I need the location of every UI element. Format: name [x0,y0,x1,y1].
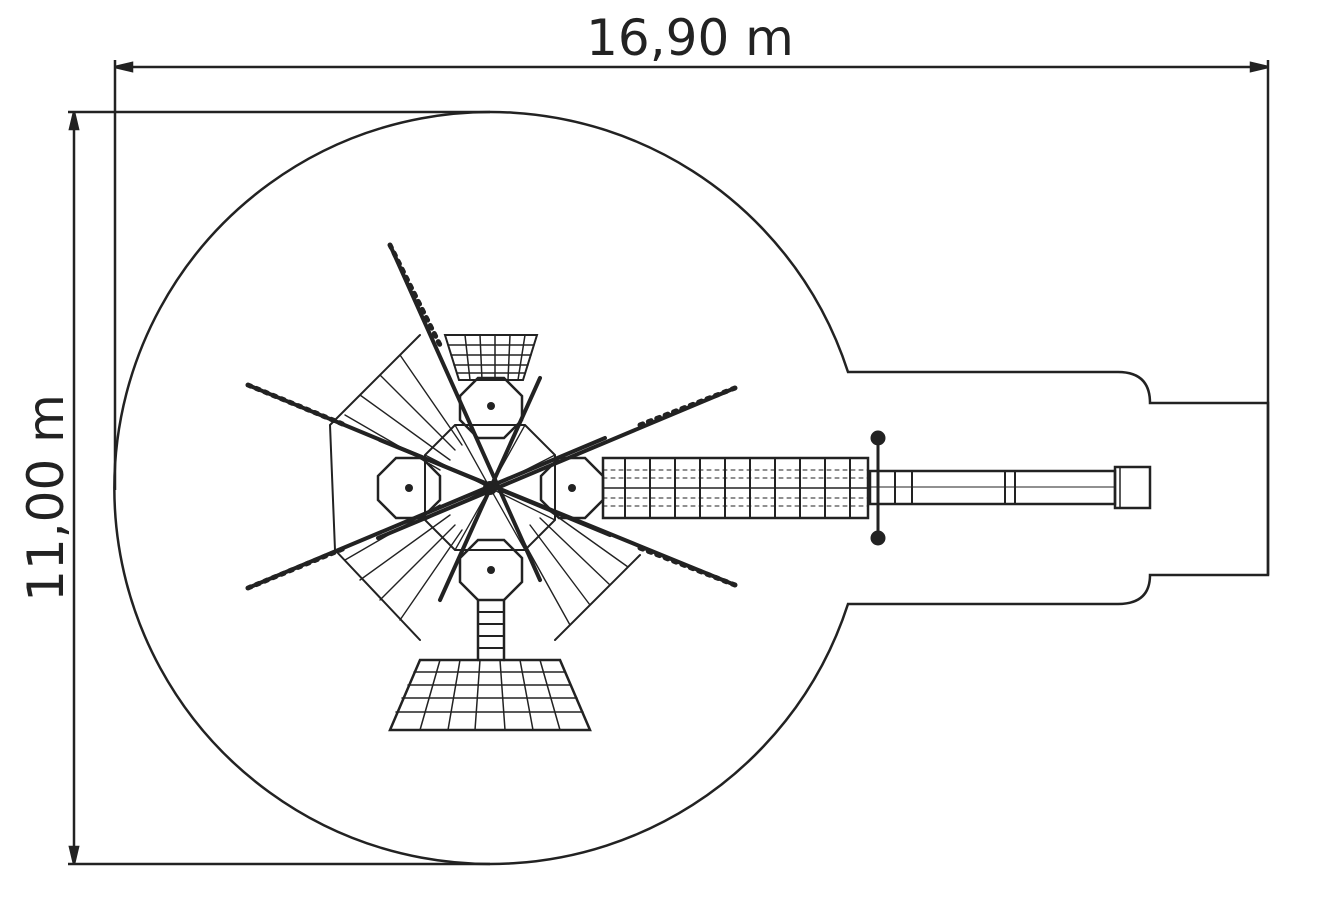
hub-spokes [424,424,556,551]
rope-end-ene [637,385,738,428]
width-arrow-left [114,61,134,73]
end-post [870,430,886,546]
pole-nnw [388,243,542,582]
platform-right-outline [539,456,605,520]
tunnel-hoops [624,457,851,519]
net-panel-upper-left [329,334,421,551]
end-post-cap-top [870,430,886,446]
platform-right [539,456,605,520]
net-panel-lower-left [334,549,421,641]
slide-exit [1113,465,1152,510]
height-arrow-bottom [68,845,80,865]
platforms [376,376,605,602]
cargo-net-frame [388,658,592,732]
bottom-ladder [476,598,506,662]
height-dimension [68,110,490,866]
net-lines-upper-left [344,354,463,471]
height-dimension-label: 11,00 m [17,394,75,602]
cargo-net-mesh [395,659,584,731]
net-panel-lower-right [554,554,641,641]
rope-end-wsw [245,545,348,591]
bottom-cargo-net [388,658,592,732]
platform-bottom-center [487,566,495,574]
tunnel-bridge [601,456,870,520]
diagonal-poles [246,243,737,602]
platform-right-center [568,484,576,492]
play-structure [245,242,1152,732]
width-arrow-right [1249,61,1269,73]
platform-left [376,456,442,520]
platform-top-center [487,402,495,410]
platform-left-outline [376,456,442,520]
platform-left-center [405,484,413,492]
platform-top-outline [458,376,524,440]
platform-top [458,376,524,440]
rope-end-nnw [387,242,443,348]
slide-sections [894,470,1016,505]
net-lines-lower-right [519,509,629,626]
height-arrow-top [68,111,80,131]
top-climbing-net [443,334,539,381]
safety-area-outline [113,110,1270,866]
width-dimension-label: 16,90 m [586,9,794,67]
slide [868,465,1152,510]
tunnel-net [602,469,869,507]
ladder-rungs [477,611,505,649]
central-hub [424,424,556,551]
rope-end-ese [637,545,738,588]
rope-ends [245,242,738,591]
end-post-cap-bottom [870,530,886,546]
rope-end-wnw [245,382,348,428]
top-net-mesh [447,334,535,381]
width-dimension [113,60,1270,575]
